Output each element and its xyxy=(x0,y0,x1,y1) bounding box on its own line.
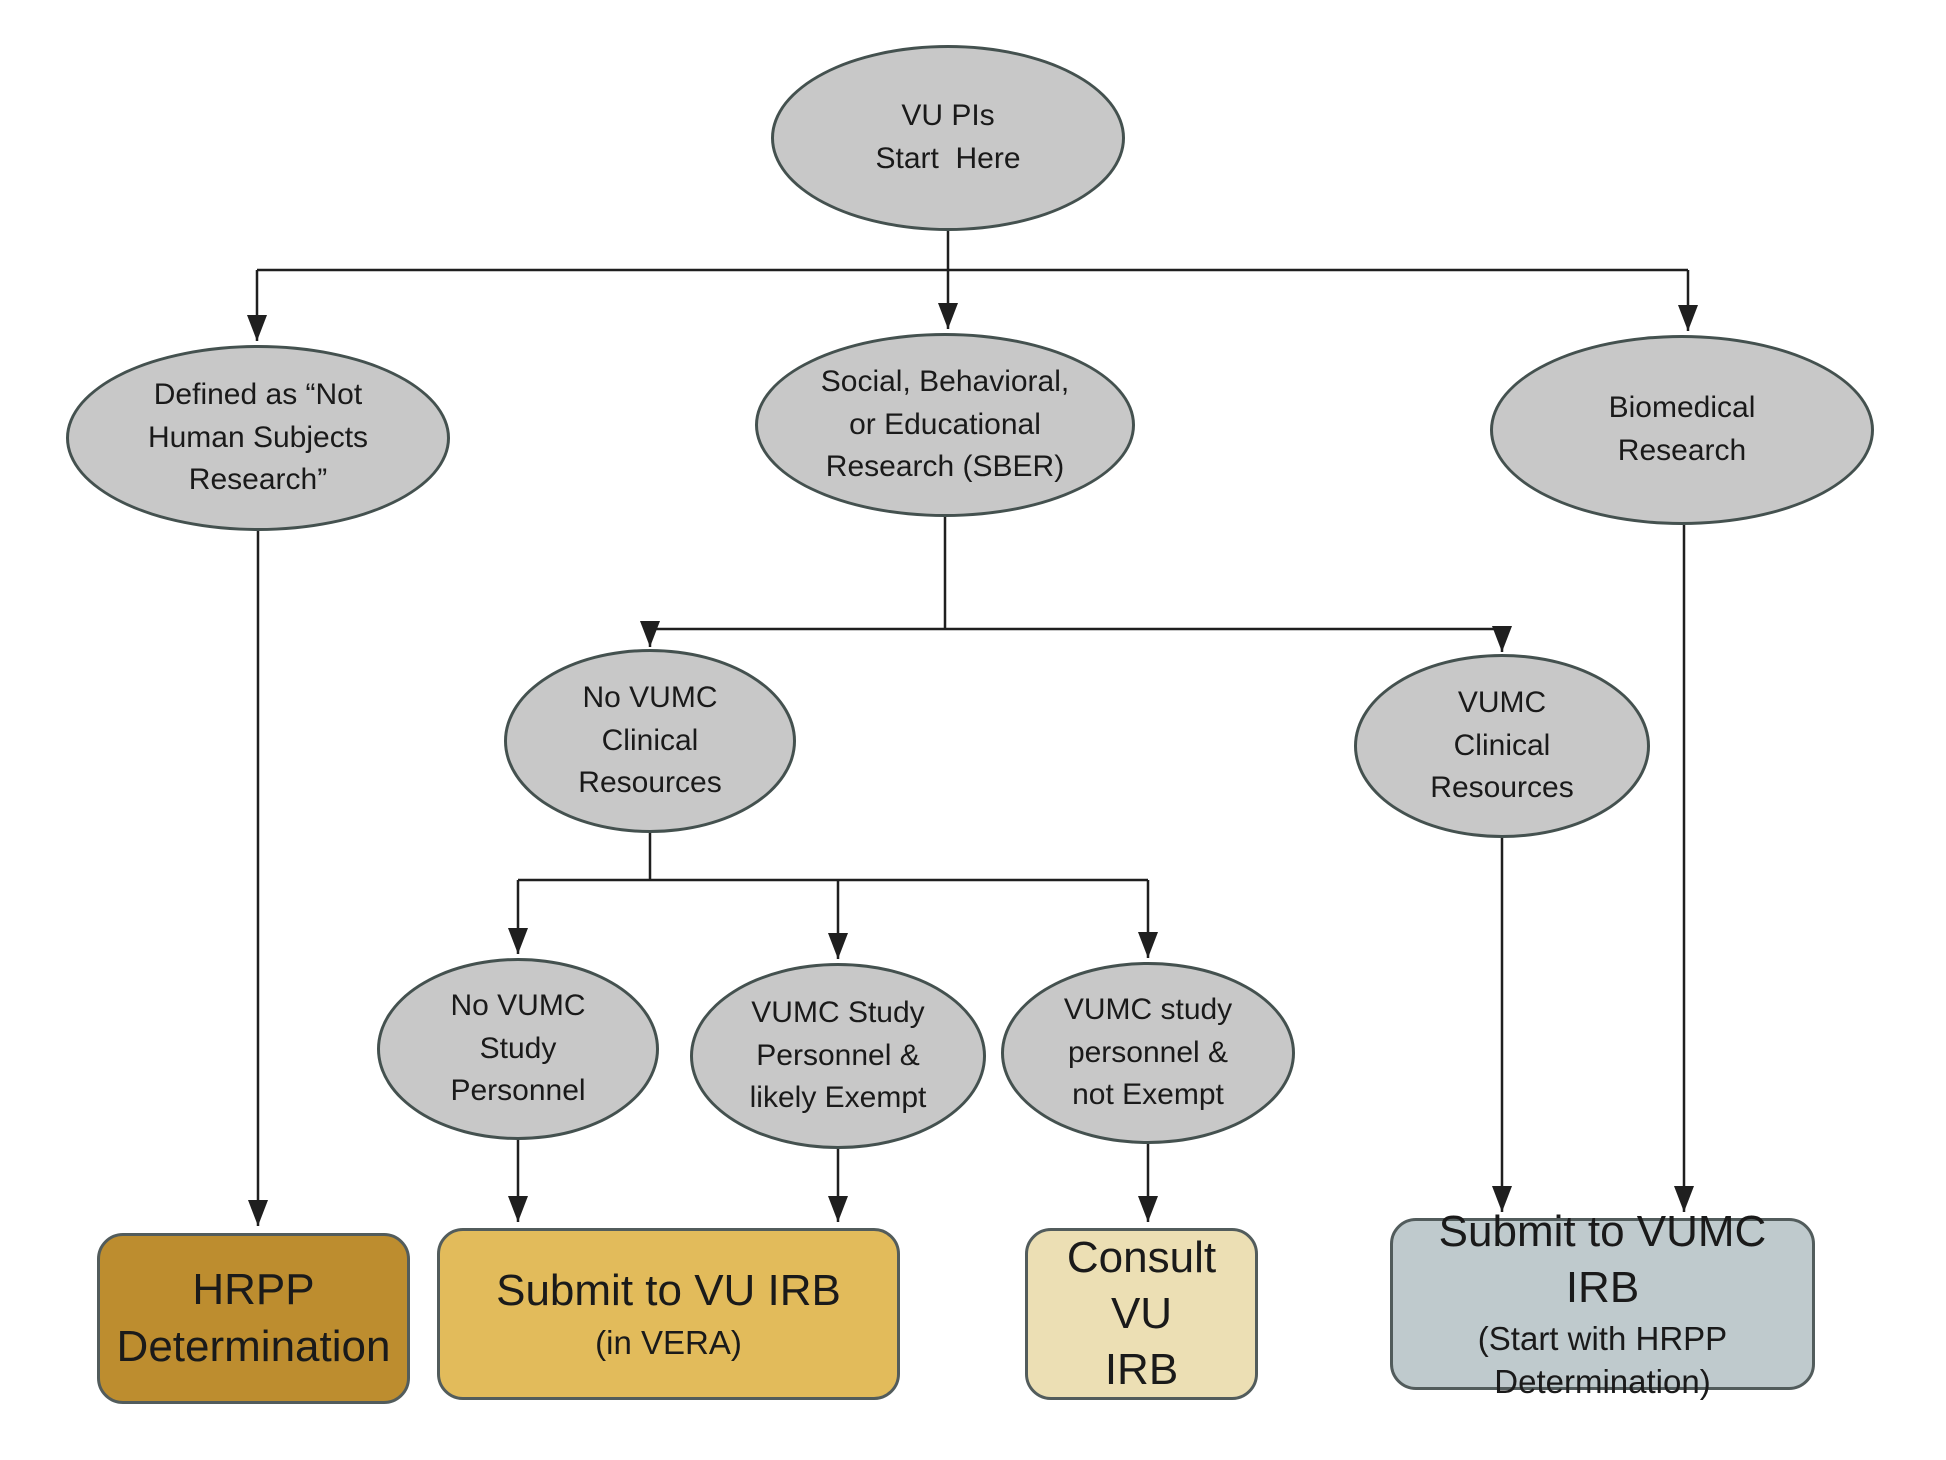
node-vumc-clinical-resources: VUMC Clinical Resources xyxy=(1354,654,1650,838)
node-no-vumc-study-personnel: No VUMC Study Personnel xyxy=(377,958,659,1140)
node-no-vumc-clinical-resources: No VUMC Clinical Resources xyxy=(504,649,796,833)
outcome-submit-vu-irb: Submit to VU IRB (in VERA) xyxy=(437,1228,900,1400)
outcome-hrpp-determination-label: HRPP Determination xyxy=(116,1265,391,1371)
outcome-submit-vumc-irb-label: Submit to VUMC IRB xyxy=(1438,1206,1779,1313)
outcome-submit-vu-irb-sublabel: (in VERA) xyxy=(595,1323,742,1361)
node-sber-research-label: Social, Behavioral, or Educational Resea… xyxy=(820,365,1070,484)
node-not-human-subjects-research: Defined as “Not Human Subjects Research” xyxy=(66,345,450,531)
outcome-submit-vu-irb-label: Submit to VU IRB xyxy=(496,1266,841,1316)
node-vumc-personnel-likely-exempt-label: VUMC Study Personnel & likely Exempt xyxy=(749,996,927,1115)
outcome-submit-vumc-irb: Submit to VUMC IRB (Start with HRPP Dete… xyxy=(1390,1207,1815,1400)
node-biomedical-research-label: Biomedical Research xyxy=(1608,391,1756,467)
outcome-consult-vu-irb-label: Consult VU IRB xyxy=(1066,1232,1217,1395)
node-sber-research: Social, Behavioral, or Educational Resea… xyxy=(755,333,1135,517)
node-no-vumc-clinical-resources-label: No VUMC Clinical Resources xyxy=(578,681,722,800)
node-vumc-clinical-resources-label: VUMC Clinical Resources xyxy=(1430,686,1574,805)
node-vu-pis-start: VU PIs Start Here xyxy=(771,45,1125,231)
outcome-consult-vu-irb: Consult VU IRB xyxy=(1025,1228,1258,1400)
outcome-submit-vumc-irb-sublabel: (Start with HRPP Determination) xyxy=(1477,1320,1728,1401)
node-vu-pis-start-label: VU PIs Start Here xyxy=(875,99,1021,175)
node-vumc-personnel-not-exempt: VUMC study personnel & not Exempt xyxy=(1001,962,1295,1144)
node-vumc-personnel-not-exempt-label: VUMC study personnel & not Exempt xyxy=(1063,993,1233,1112)
node-vumc-personnel-likely-exempt: VUMC Study Personnel & likely Exempt xyxy=(690,963,986,1149)
node-not-human-subjects-research-label: Defined as “Not Human Subjects Research” xyxy=(147,378,369,497)
node-biomedical-research: Biomedical Research xyxy=(1490,335,1874,525)
node-no-vumc-study-personnel-label: No VUMC Study Personnel xyxy=(450,989,586,1108)
outcome-hrpp-determination: HRPP Determination xyxy=(97,1233,410,1404)
